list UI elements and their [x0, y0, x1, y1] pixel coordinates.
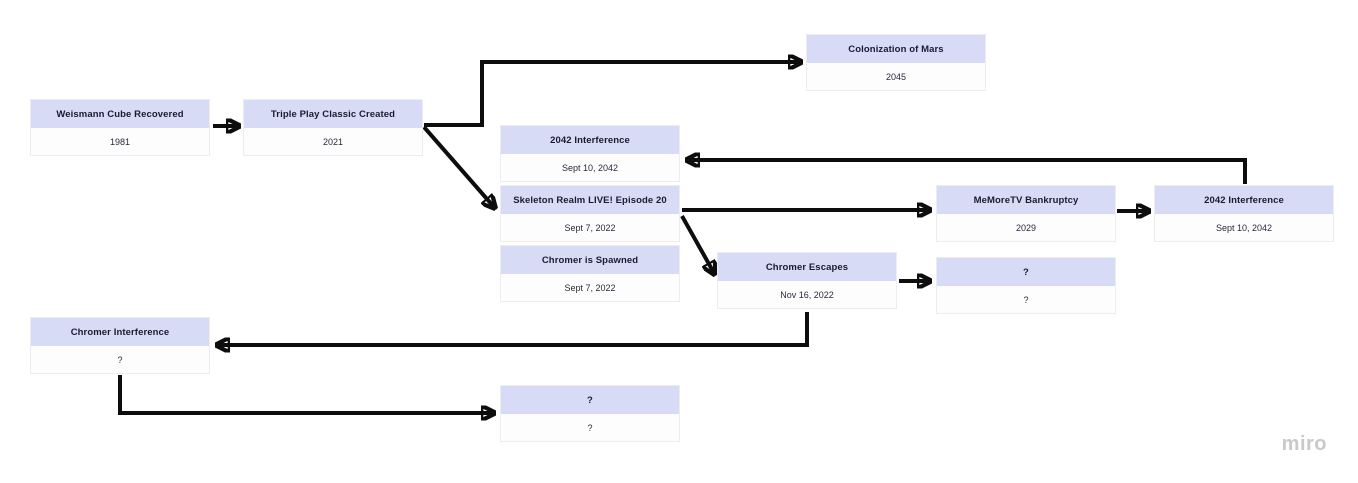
node-2042-interference-right[interactable]: 2042 Interference Sept 10, 2042: [1154, 185, 1334, 242]
node-date: Sept 7, 2022: [501, 274, 679, 301]
connector-interference-b-to-interference-a[interactable]: [688, 160, 1247, 184]
node-title: Chromer is Spawned: [501, 246, 679, 274]
node-unknown-right[interactable]: ? ?: [936, 257, 1116, 314]
node-date: 1981: [31, 128, 209, 155]
node-chromer-interference[interactable]: Chromer Interference ?: [30, 317, 210, 374]
node-date: Sept 10, 2042: [1155, 214, 1333, 241]
node-title: MeMoreTV Bankruptcy: [937, 186, 1115, 214]
node-title: Weismann Cube Recovered: [31, 100, 209, 128]
node-chromer-escapes[interactable]: Chromer Escapes Nov 16, 2022: [717, 252, 897, 309]
node-title: Chromer Interference: [31, 318, 209, 346]
node-title: Skeleton Realm LIVE! Episode 20: [501, 186, 679, 214]
node-date: ?: [937, 286, 1115, 313]
miro-watermark: miro: [1281, 433, 1327, 455]
node-title: Chromer Escapes: [718, 253, 896, 281]
node-skeleton-realm-live-episode-20[interactable]: Skeleton Realm LIVE! Episode 20 Sept 7, …: [500, 185, 680, 242]
connector-skeleton-realm-to-chromer-escapes[interactable]: [680, 215, 714, 273]
node-2042-interference-left[interactable]: 2042 Interference Sept 10, 2042: [500, 125, 680, 182]
node-date: Sept 7, 2022: [501, 214, 679, 241]
node-colonization-of-mars[interactable]: Colonization of Mars 2045: [806, 34, 986, 91]
node-date: 2045: [807, 63, 985, 90]
node-date: 2021: [244, 128, 422, 155]
node-date: ?: [31, 346, 209, 373]
node-title: ?: [501, 386, 679, 414]
node-title: 2042 Interference: [1155, 186, 1333, 214]
connector-chromer-escapes-to-chromer-interference[interactable]: [218, 312, 809, 345]
node-memoretv-bankruptcy[interactable]: MeMoreTV Bankruptcy 2029: [936, 185, 1116, 242]
node-date: Sept 10, 2042: [501, 154, 679, 181]
node-weismann-cube-recovered[interactable]: Weismann Cube Recovered 1981: [30, 99, 210, 156]
connector-triple-play-to-skeleton-realm[interactable]: [422, 125, 494, 207]
node-chromer-is-spawned[interactable]: Chromer is Spawned Sept 7, 2022: [500, 245, 680, 302]
node-date: ?: [501, 414, 679, 441]
connector-chromer-interference-to-unknown-b[interactable]: [118, 375, 493, 413]
node-unknown-bottom[interactable]: ? ?: [500, 385, 680, 442]
connector-triple-play-to-mars[interactable]: [424, 62, 800, 127]
node-title: ?: [937, 258, 1115, 286]
node-triple-play-classic-created[interactable]: Triple Play Classic Created 2021: [243, 99, 423, 156]
node-date: 2029: [937, 214, 1115, 241]
node-date: Nov 16, 2022: [718, 281, 896, 308]
node-title: Colonization of Mars: [807, 35, 985, 63]
node-title: 2042 Interference: [501, 126, 679, 154]
node-title: Triple Play Classic Created: [244, 100, 422, 128]
